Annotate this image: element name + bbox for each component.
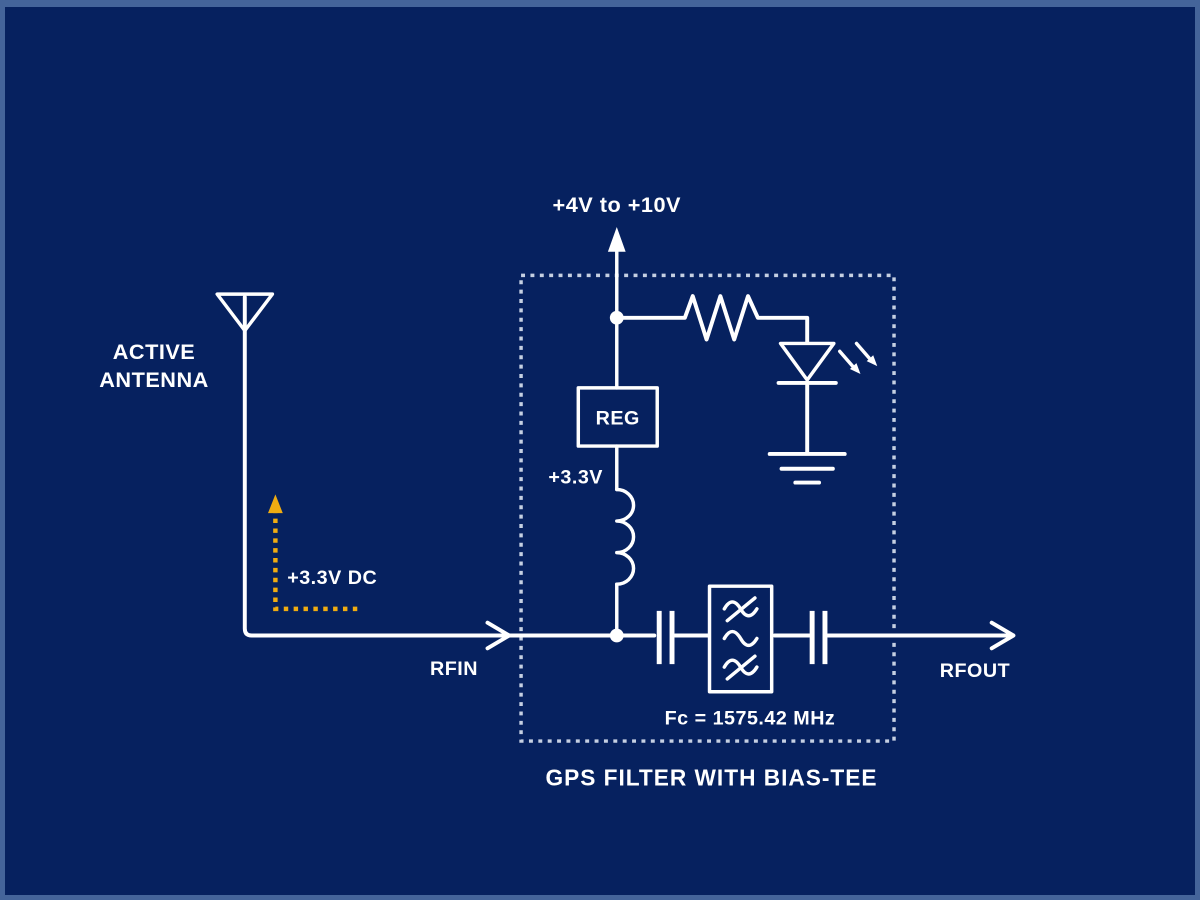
inductor-icon [615,487,636,632]
led-icon [776,341,878,455]
resistor-icon [621,294,810,345]
regulated-voltage-label: +3.3V [548,467,603,489]
dc-block-capacitor-in-icon [656,610,711,665]
dc-feed-arrow-icon [267,494,358,612]
regulator-box [576,322,659,492]
rfout-arrow-icon [825,620,1016,651]
rfin-arrow-icon [485,620,512,651]
regulator-label: REG [596,407,640,429]
supply-voltage-label: +4V to +10V [553,192,681,217]
supply-arrow-icon [607,227,626,320]
active-antenna-label-line1: ACTIVE [113,339,196,364]
junction-dot-bottom [609,628,624,643]
led-light-arrows-icon [838,341,878,375]
rfin-label: RFIN [430,658,478,680]
antenna-icon [215,292,657,638]
rfout-label: RFOUT [940,660,1010,682]
active-antenna-label-line2: ANTENNA [99,367,208,392]
diagram-caption: GPS FILTER WITH BIAS-TEE [545,764,877,790]
junction-dot-top [609,310,624,325]
circuit-diagram: ACTIVE ANTENNA +4V to +10V REG +3.3V +3.… [99,192,1016,790]
filter-module-boundary [519,273,896,743]
center-frequency-label: Fc = 1575.42 MHz [665,707,836,729]
bandpass-filter-icon [707,584,774,694]
dc-feed-label: +3.3V DC [287,567,377,589]
ground-icon [767,451,847,485]
dc-block-capacitor-out-icon [772,610,828,665]
